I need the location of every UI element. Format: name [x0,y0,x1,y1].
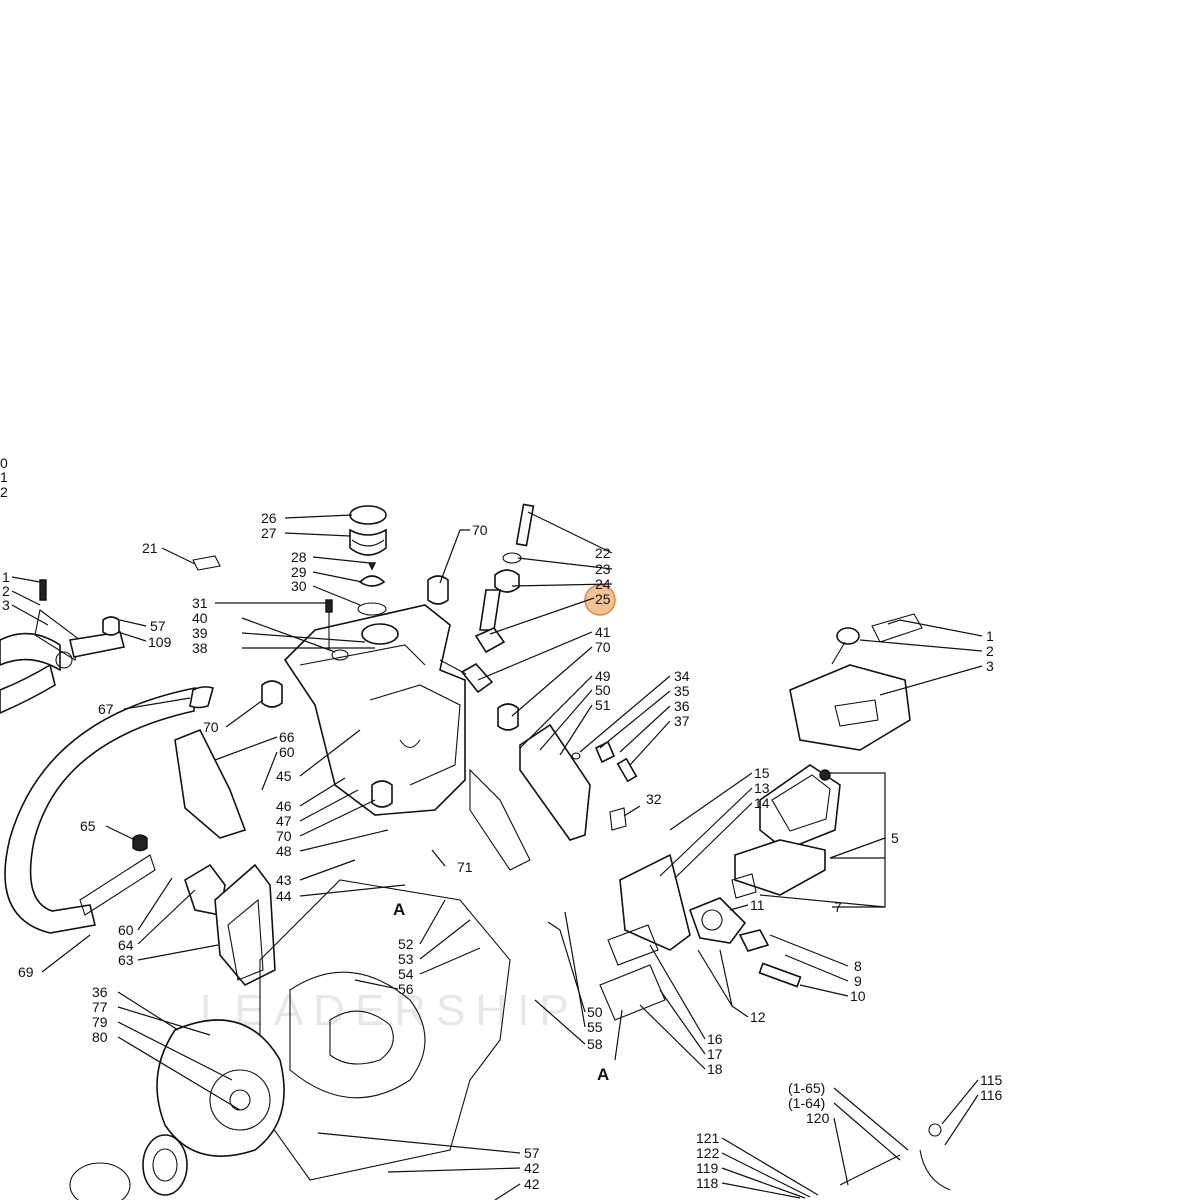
callout-120[interactable]: 120 [806,1110,830,1126]
callout-1-64[interactable]: (1-64) [788,1095,825,1111]
callout-63[interactable]: 63 [118,952,134,968]
callout-70[interactable]: 70 [276,828,292,844]
watermark-text: LEADERSHIP [200,986,579,1035]
callout-64[interactable]: 64 [118,937,134,953]
callout-25[interactable]: 25 [595,591,611,607]
callout-66[interactable]: 66 [279,729,295,745]
callout-57[interactable]: 57 [524,1145,540,1161]
callout-71[interactable]: 71 [457,859,473,875]
callout-24[interactable]: 24 [595,576,611,592]
reference-marker-a: A [393,900,405,919]
callout-13[interactable]: 13 [754,780,770,796]
callout-52[interactable]: 52 [398,936,414,952]
callout-119[interactable]: 119 [696,1160,719,1176]
callout-40[interactable]: 40 [192,610,208,626]
callout-60[interactable]: 60 [279,744,295,760]
edge-callout-0: 0 [0,455,8,471]
callout-44[interactable]: 44 [276,888,292,904]
callout-37[interactable]: 37 [674,713,690,729]
callout-1-right[interactable]: 1 [986,628,994,644]
callout-9[interactable]: 9 [854,973,862,989]
callout-29[interactable]: 29 [291,564,307,580]
callout-42[interactable]: 42 [524,1176,540,1192]
callout-43[interactable]: 43 [276,872,292,888]
callout-31[interactable]: 31 [192,595,208,611]
callout-3-right[interactable]: 3 [986,658,994,674]
callout-50[interactable]: 50 [595,682,611,698]
callout-2-left[interactable]: 2 [2,583,10,599]
parts-drawing [0,503,951,1200]
callout-67[interactable]: 67 [98,701,114,717]
callout-36[interactable]: 36 [674,698,690,714]
callout-53[interactable]: 53 [398,951,414,967]
callout-16[interactable]: 16 [707,1031,723,1047]
callout-36[interactable]: 36 [92,984,108,1000]
callout-56[interactable]: 56 [398,981,414,997]
callout-49[interactable]: 49 [595,668,611,684]
callout-23[interactable]: 23 [595,561,611,577]
callout-1-left[interactable]: 1 [2,569,10,585]
callout-5[interactable]: 5 [891,830,899,846]
leader-lines [11,511,983,1200]
callout-47[interactable]: 47 [276,813,292,829]
callout-79[interactable]: 79 [92,1014,108,1030]
callout-42[interactable]: 42 [524,1160,540,1176]
callout-1-65[interactable]: (1-65) [788,1080,825,1096]
callout-labels: 26 27 21 28 29 30 31 40 39 38 70 22 23 2… [0,455,1003,1192]
callout-48[interactable]: 48 [276,843,292,859]
callout-2-right[interactable]: 2 [986,643,994,659]
callout-70[interactable]: 70 [472,522,488,538]
callout-41[interactable]: 41 [595,624,611,640]
callout-18[interactable]: 18 [707,1061,723,1077]
callout-77[interactable]: 77 [92,999,108,1015]
callout-11[interactable]: 11 [750,897,765,913]
callout-50[interactable]: 50 [587,1004,603,1020]
callout-21[interactable]: 21 [142,540,158,556]
callout-122[interactable]: 122 [696,1145,720,1161]
callout-65[interactable]: 65 [80,818,96,834]
callout-26[interactable]: 26 [261,510,277,526]
reference-marker-a: A [597,1065,609,1084]
callout-46[interactable]: 46 [276,798,292,814]
callout-27[interactable]: 27 [261,525,277,541]
callout-116[interactable]: 116 [980,1087,1003,1103]
callout-14[interactable]: 14 [754,795,770,811]
edge-callout-1: 1 [0,469,8,485]
callout-3-left[interactable]: 3 [2,597,10,613]
callout-55[interactable]: 55 [587,1019,603,1035]
callout-7[interactable]: 7 [834,899,842,915]
callout-35[interactable]: 35 [674,683,690,699]
callout-30[interactable]: 30 [291,578,307,594]
callout-22[interactable]: 22 [595,545,611,561]
callout-8[interactable]: 8 [854,958,862,974]
callout-34[interactable]: 34 [674,668,690,684]
callout-60[interactable]: 60 [118,922,134,938]
callout-12[interactable]: 12 [750,1009,766,1025]
callout-45[interactable]: 45 [276,768,292,784]
callout-109[interactable]: 109 [148,634,172,650]
callout-10[interactable]: 10 [850,988,866,1004]
callout-51[interactable]: 51 [595,697,611,713]
callout-70[interactable]: 70 [595,639,611,655]
edge-callout-2: 2 [0,484,8,500]
callout-80[interactable]: 80 [92,1029,108,1045]
callout-57[interactable]: 57 [150,618,166,634]
callout-58[interactable]: 58 [587,1036,603,1052]
callout-32[interactable]: 32 [646,791,662,807]
callout-115[interactable]: 115 [980,1072,1003,1088]
callout-39[interactable]: 39 [192,625,208,641]
callout-70[interactable]: 70 [203,719,219,735]
highlight-marker[interactable] [584,584,616,616]
callout-17[interactable]: 17 [707,1046,723,1062]
callout-121[interactable]: 121 [696,1130,720,1146]
callout-15[interactable]: 15 [754,765,770,781]
callout-69[interactable]: 69 [18,964,34,980]
callout-38[interactable]: 38 [192,640,208,656]
callout-118[interactable]: 118 [696,1175,719,1191]
callout-28[interactable]: 28 [291,549,307,565]
callout-54[interactable]: 54 [398,966,414,982]
